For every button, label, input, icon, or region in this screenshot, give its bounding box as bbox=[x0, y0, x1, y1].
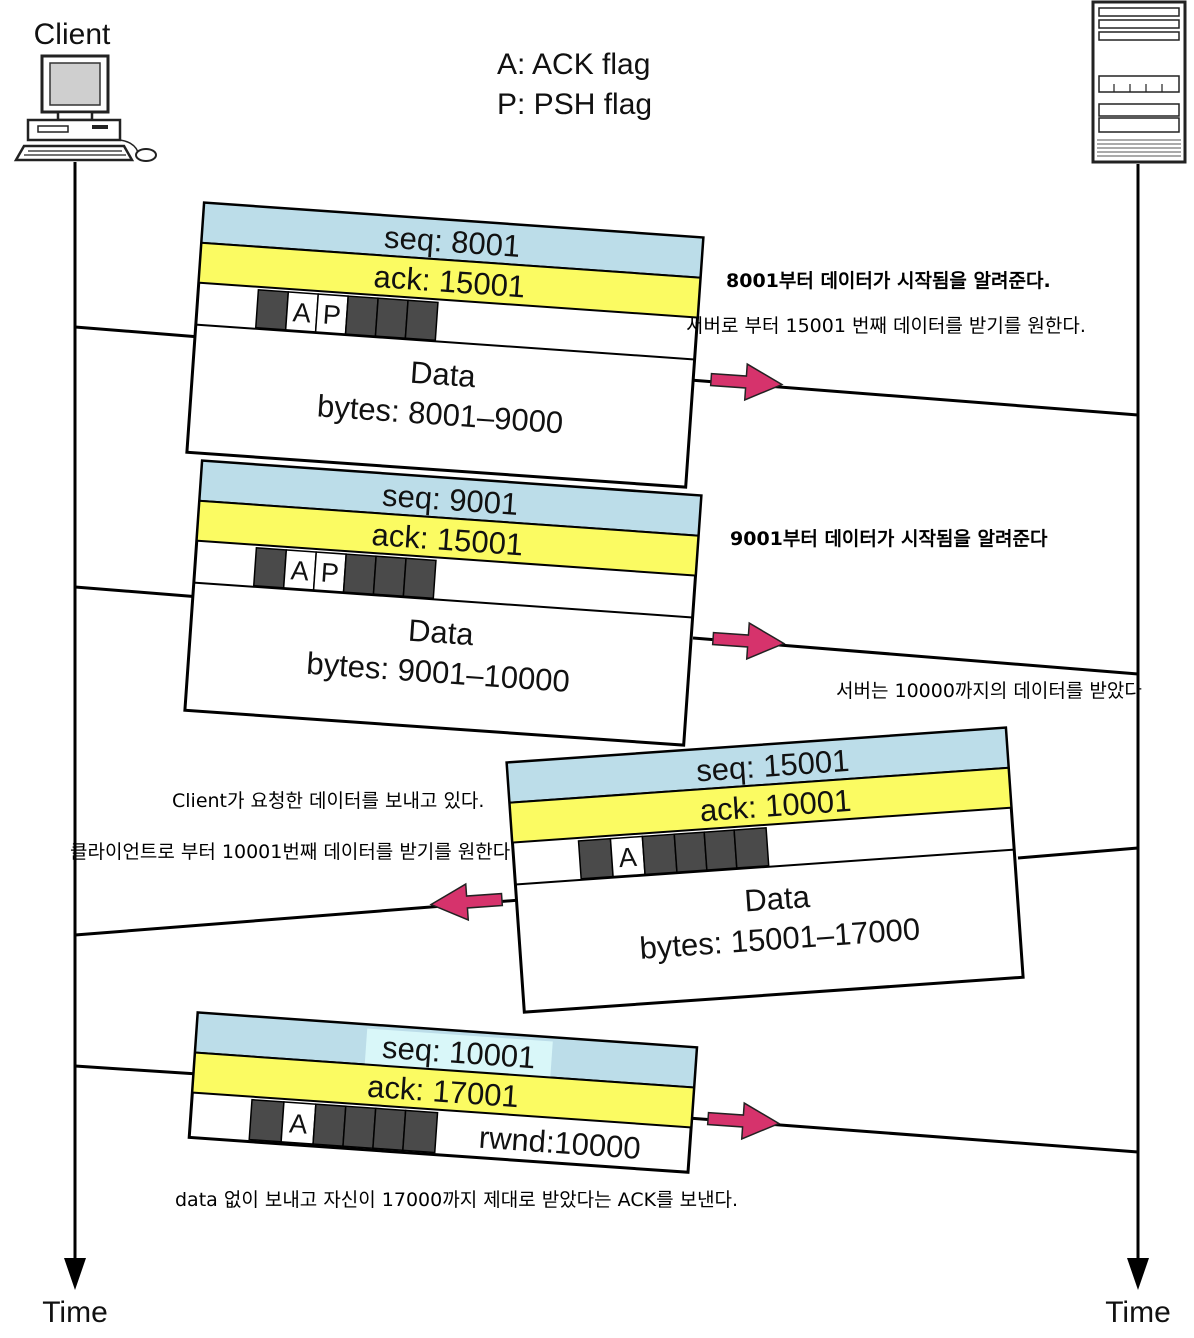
annotation-seg2-received: 서버는 10000까지의 데이터를 받았다 bbox=[836, 680, 1142, 702]
flag-ack: A bbox=[292, 297, 312, 328]
annotation-seg2-start: 9001부터 데이터가 시작됨을 알려준다 bbox=[730, 528, 1048, 550]
time-label-client: Time bbox=[42, 1296, 108, 1329]
segment-3: seq: 15001 ack: 10001 A Data bytes: 1500… bbox=[507, 728, 1023, 1012]
flag-ack: A bbox=[288, 1108, 308, 1139]
arrow-right-icon bbox=[710, 362, 783, 403]
client-label: Client bbox=[34, 18, 111, 51]
annotation-seg4-ack-only: data 없이 보내고 자신이 17000까지 제대로 받았다는 ACK를 보낸… bbox=[175, 1189, 738, 1211]
desktop-computer-icon bbox=[16, 56, 156, 161]
arrow-right-icon bbox=[707, 1101, 780, 1142]
segment-1: seq: 8001 ack: 15001 A P Data bytes: 800… bbox=[187, 203, 703, 487]
flag-ack: A bbox=[618, 842, 638, 873]
legend-psh-flag: P: PSH flag bbox=[497, 88, 652, 121]
data-label: Data bbox=[407, 613, 476, 653]
data-label: Data bbox=[743, 879, 812, 919]
annotation-seg1-start: 8001부터 데이터가 시작됨을 알려준다. bbox=[726, 270, 1051, 292]
annotation-seg1-ack: 서버로 부터 15001 번째 데이터를 받기를 원한다. bbox=[686, 315, 1086, 337]
segment-4: seq: 10001 ack: 17001 A rwnd:10000 bbox=[189, 1013, 697, 1173]
data-label: Data bbox=[409, 355, 478, 395]
flag-psh: P bbox=[322, 299, 342, 330]
server-tower-icon bbox=[1093, 2, 1185, 162]
time-label-server: Time bbox=[1105, 1296, 1171, 1329]
flag-ack: A bbox=[290, 555, 310, 586]
server-timeline bbox=[1127, 164, 1149, 1290]
annotation-seg3-sending: Client가 요청한 데이터를 보내고 있다. bbox=[172, 790, 484, 812]
arrow-left-icon bbox=[430, 882, 503, 923]
segment-2: seq: 9001 ack: 15001 A P Data bytes: 900… bbox=[185, 461, 701, 745]
legend-ack-flag: A: ACK flag bbox=[497, 48, 650, 81]
arrow-right-icon bbox=[712, 621, 785, 662]
client-timeline bbox=[64, 162, 86, 1290]
annotation-seg3-ack: 클라이언트로 부터 10001번째 데이터를 받기를 원한다 bbox=[70, 841, 510, 863]
flag-psh: P bbox=[320, 557, 340, 588]
